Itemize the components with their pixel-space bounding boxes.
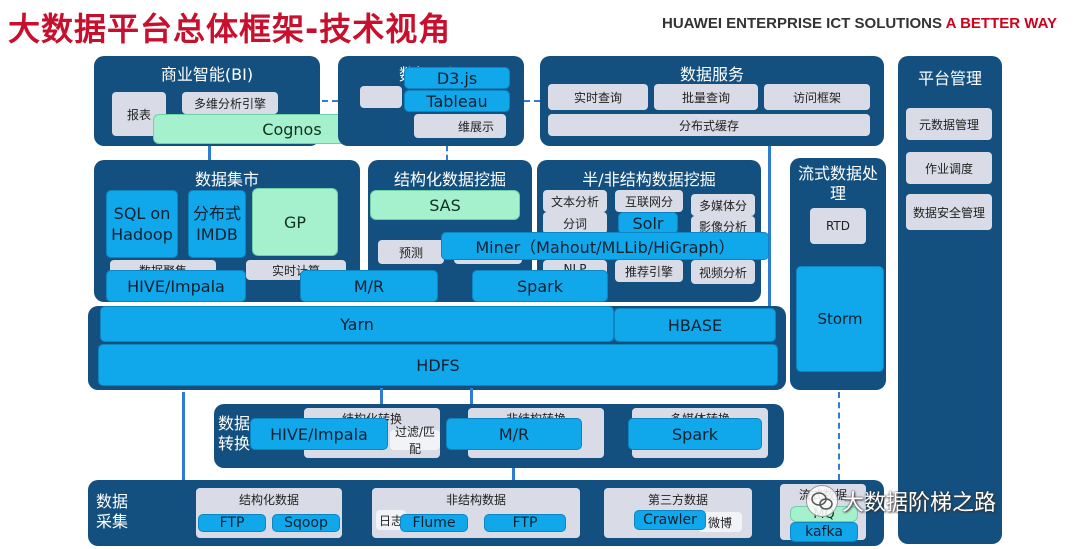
structured-mining-predict: 预测 [378, 240, 444, 264]
arrow-transform-hdfs-left [380, 388, 383, 406]
brand-main: HUAWEI ENTERPRISE ICT SOLUTIONS [662, 15, 943, 32]
d3-overlay: D3.js [404, 67, 510, 89]
service-title: 数据服务 [679, 65, 744, 84]
solr-overlay: Solr [618, 212, 678, 234]
stream-rtd: RTD [810, 208, 866, 244]
unstructured-mining-title: 半/非结构数据挖掘 [582, 170, 716, 189]
platform-title: 平台管理 [917, 69, 982, 88]
spark-overlay: Spark [472, 270, 608, 302]
service-item-batch: 批量查询 [654, 84, 758, 110]
unstructured-mining-panel: 半/非结构数据挖掘 文本分析 分词 互联网分 多媒体分 影像分析 推荐引擎 视频… [537, 160, 761, 302]
watermark-text: 大数据阶梯之路 [842, 491, 997, 516]
platform-item-security: 数据安全管理 [906, 194, 992, 230]
storm-overlay: Storm [796, 266, 884, 372]
dash-stream-collect [838, 392, 840, 480]
yarn-bar: Yarn [100, 306, 614, 342]
dash-viz-bi [322, 100, 338, 102]
sql-on-hadoop-text: SQL on Hadoop [111, 204, 173, 244]
stream-title: 流式数据处理 [797, 164, 878, 203]
mart-title: 数据集市 [194, 170, 259, 189]
crawler-overlay: Crawler [634, 510, 706, 530]
collect-label: 数据采集 [96, 492, 129, 531]
um-image: 影像分析 [691, 216, 755, 236]
hive-overlay: HIVE/Impala [106, 270, 246, 302]
sqoop-overlay: Sqoop [272, 514, 340, 532]
transform-label: 数据转换 [218, 414, 251, 453]
watermark: 大数据阶梯之路 [806, 484, 1046, 518]
structured-mining-title: 结构化数据挖掘 [393, 170, 506, 189]
service-panel: 数据服务 实时查询 批量查询 访问框架 分布式缓存 [540, 56, 884, 146]
sas-overlay: SAS [370, 190, 520, 220]
bi-title: 商业智能(BI) [160, 65, 254, 84]
hbase-bar: HBASE [614, 308, 776, 342]
hdfs-bar: HDFS [98, 344, 778, 386]
brand-accent: A BETTER WAY [945, 15, 1058, 32]
collect-weibo: 微博 [698, 512, 742, 532]
viz-item: 维展示 [414, 114, 506, 138]
dash-viz-mining [446, 146, 448, 160]
arrow-transform-hdfs-right [470, 388, 473, 406]
mr-overlay: M/R [300, 270, 438, 302]
transform-spark-overlay: Spark [628, 418, 762, 450]
transform-filter: 过滤/匹配 [390, 425, 440, 456]
brand-slogan: HUAWEI ENTERPRISE ICT SOLUTIONS A BETTER… [662, 15, 1057, 32]
flume-overlay: Flume [400, 514, 468, 532]
ftp-overlay-1: FTP [198, 514, 266, 532]
service-item-cache: 分布式缓存 [548, 114, 870, 136]
platform-item-meta: 元数据管理 [906, 108, 992, 140]
collect-panel: 数据采集 结构化数据 非结构数据 第三方数据 流式数据 日志 微博 [88, 480, 884, 546]
um-internet: 互联网分 [615, 190, 683, 212]
viz-bar [360, 86, 402, 108]
arrow-stream-service [768, 146, 771, 308]
um-multimedia: 多媒体分 [691, 194, 755, 216]
service-item-access: 访问框架 [764, 84, 870, 110]
tableau-overlay: Tableau [404, 90, 510, 112]
collect-log: 日志 [376, 510, 406, 530]
service-item-realtime: 实时查询 [548, 84, 648, 110]
arrow-collect-transform [512, 468, 515, 482]
wechat-icon [806, 485, 838, 517]
miner-overlay: Miner（Mahout/MLLib/HiGraph） [441, 232, 769, 260]
sql-on-hadoop-overlay: SQL on Hadoop [106, 190, 178, 258]
imdb-overlay: 分布式 IMDB [188, 190, 246, 258]
um-recommend: 推荐引擎 [615, 260, 683, 282]
arrow-bi-mart [208, 146, 211, 160]
bi-item-olap: 多维分析引擎 [182, 92, 278, 114]
um-tokenize: 分词 [543, 212, 607, 234]
um-video: 视频分析 [691, 260, 755, 284]
arrow-collect-hdfs [182, 392, 185, 482]
page-title: 大数据平台总体框架-技术视角 [8, 10, 452, 48]
gp-overlay: GP [252, 188, 338, 256]
dash-service-viz [524, 100, 540, 102]
transform-mr-overlay: M/R [446, 418, 582, 450]
bi-item-report: 报表 [112, 92, 166, 136]
imdb-text: 分布式 IMDB [192, 204, 241, 244]
platform-item-schedule: 作业调度 [906, 152, 992, 184]
transform-hive-overlay: HIVE/Impala [250, 418, 388, 450]
kafka-overlay: kafka [790, 522, 858, 542]
platform-panel: 平台管理 元数据管理 作业调度 数据安全管理 [898, 56, 1002, 544]
um-text-analysis: 文本分析 [543, 190, 607, 212]
ftp-overlay-2: FTP [484, 514, 566, 532]
